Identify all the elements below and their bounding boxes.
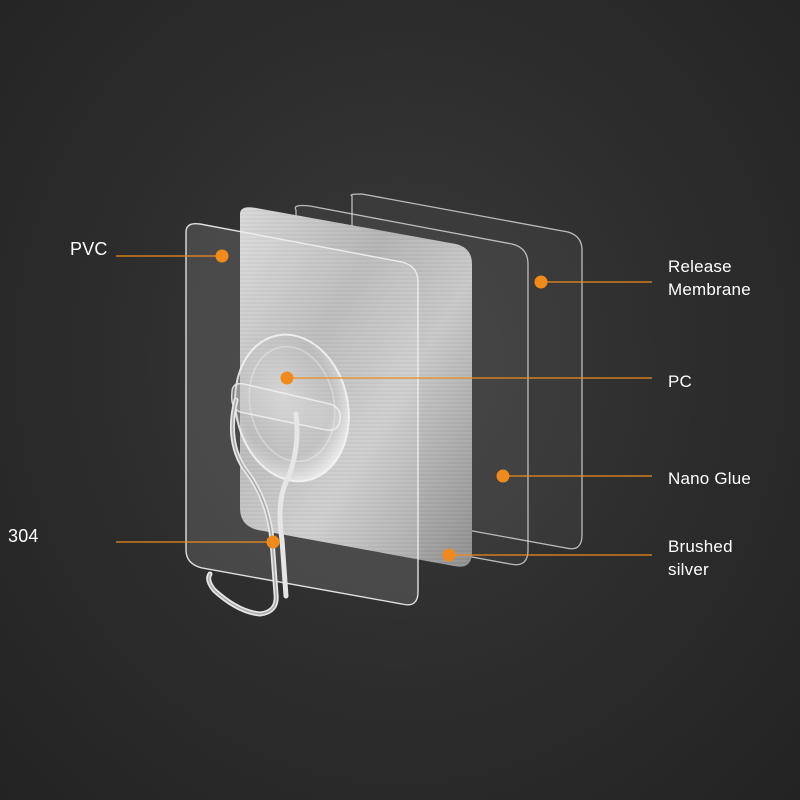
label-brushed-silver: Brushed silver: [668, 537, 733, 579]
label-pc: PC: [668, 372, 693, 391]
marker-nano: [496, 469, 510, 483]
label-nano-glue: Nano Glue: [668, 469, 752, 488]
label-304: 304: [8, 526, 39, 546]
steel-hook: [206, 397, 300, 617]
pc-hook-base: [230, 333, 350, 483]
marker-pvc: [215, 249, 229, 263]
leader-lines: [116, 255, 652, 556]
markers: [215, 249, 548, 562]
marker-brushed: [442, 548, 456, 562]
marker-release: [534, 275, 548, 289]
label-pvc: PVC: [70, 239, 108, 259]
marker-304: [266, 535, 280, 549]
marker-pc: [280, 371, 294, 385]
label-release-membrane: Release Membrane: [668, 257, 751, 299]
